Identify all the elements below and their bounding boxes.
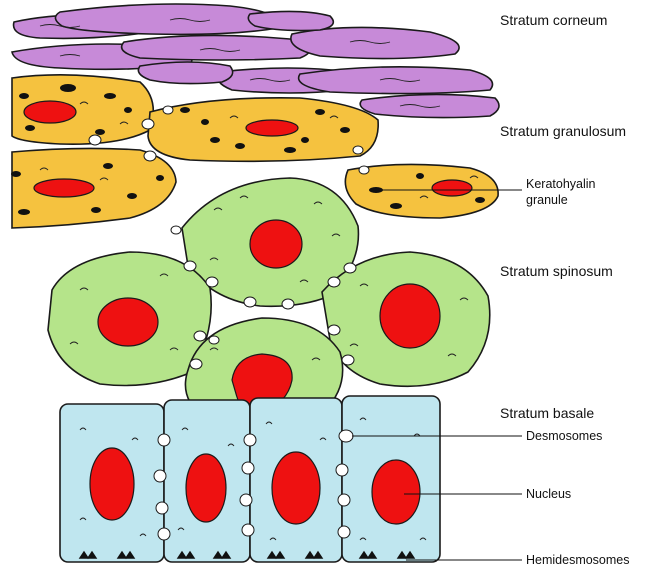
corneum-cell bbox=[360, 94, 499, 117]
nucleus bbox=[246, 120, 298, 136]
label-stratum-spinosum: Stratum spinosum bbox=[500, 263, 613, 279]
nucleus bbox=[34, 179, 94, 197]
label-desmosomes: Desmosomes bbox=[526, 429, 602, 443]
nucleus bbox=[98, 298, 158, 346]
nucleus bbox=[272, 452, 320, 524]
corneum-cell bbox=[122, 35, 310, 60]
nucleus bbox=[24, 101, 76, 123]
label-hemidesmosomes: Hemidesmosomes bbox=[526, 553, 630, 567]
corneum-cell bbox=[299, 67, 493, 94]
nucleus bbox=[432, 180, 472, 196]
corneum-cell bbox=[138, 62, 232, 84]
label-keratohyalin: Keratohyalin bbox=[526, 177, 596, 191]
label-stratum-granulosum: Stratum granulosum bbox=[500, 123, 626, 139]
label-stratum-corneum: Stratum corneum bbox=[500, 12, 607, 28]
stratum-basale-layer bbox=[60, 396, 440, 562]
nucleus bbox=[186, 454, 226, 522]
corneum-cell bbox=[248, 11, 333, 30]
label-stratum-basale: Stratum basale bbox=[500, 405, 594, 421]
label-nucleus: Nucleus bbox=[526, 487, 571, 501]
corneum-cell bbox=[55, 4, 278, 34]
nucleus bbox=[250, 220, 302, 268]
nucleus bbox=[380, 284, 440, 348]
label-keratohyalin-granule: granule bbox=[526, 193, 568, 207]
nucleus bbox=[372, 460, 420, 524]
nucleus bbox=[90, 448, 134, 520]
